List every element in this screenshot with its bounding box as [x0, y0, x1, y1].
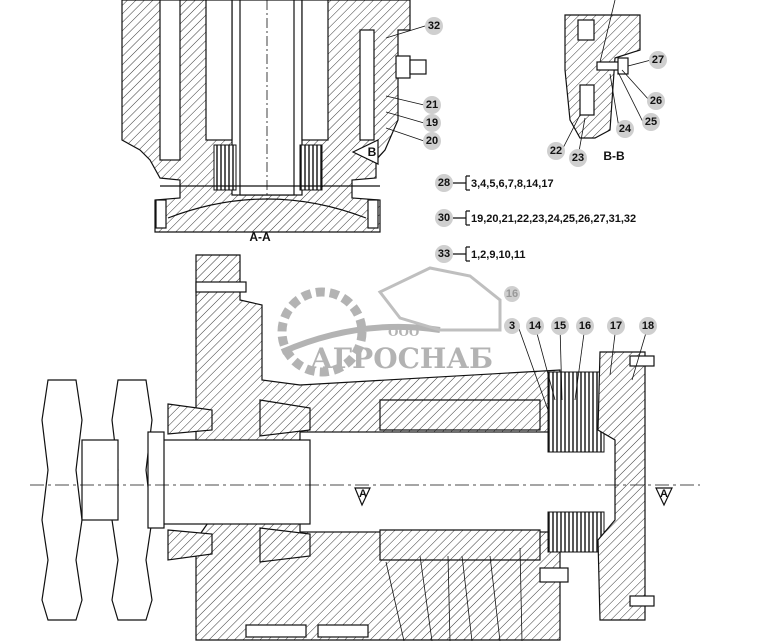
kit-33[interactable]: 33 1,2,9,10,11 [435, 245, 525, 263]
svg-text:16: 16 [506, 288, 518, 300]
svg-text:14: 14 [529, 320, 542, 332]
kit-list: 28 3,4,5,6,7,8,14,17 30 19,20,21,22,23,2… [435, 174, 636, 263]
svg-text:19: 19 [426, 117, 438, 129]
leaders-bb [561, 0, 652, 158]
callout-25[interactable]: 25 [642, 113, 660, 131]
callout-16-faded[interactable]: 16 [504, 286, 520, 302]
svg-text:30: 30 [438, 212, 450, 224]
callout-27[interactable]: 27 [649, 51, 667, 69]
callout-23[interactable]: 23 [569, 149, 587, 167]
callout-24[interactable]: 24 [616, 120, 634, 138]
section-aa-label: A-A [249, 230, 271, 244]
svg-text:15: 15 [554, 320, 566, 332]
callout-19[interactable]: 19 [423, 114, 441, 132]
section-view-aa [121, 0, 427, 233]
leaders-upper [385, 25, 426, 142]
svg-text:26: 26 [650, 95, 662, 107]
callout-18[interactable]: 18 [639, 317, 657, 335]
section-marker-a-right: A [660, 488, 668, 500]
watermark-logo: ООО АГРОСНАБ [277, 266, 502, 377]
section-marker-a-left: A [359, 488, 367, 500]
svg-text:18: 18 [642, 320, 654, 332]
section-bb-label: B-B [603, 149, 625, 163]
sprocket [41, 379, 165, 621]
svg-text:22: 22 [550, 145, 562, 157]
callout-14[interactable]: 14 [526, 317, 544, 335]
svg-text:3: 3 [509, 320, 515, 332]
callout-16[interactable]: 16 [576, 317, 594, 335]
section-marker-b: B [368, 145, 377, 159]
kit-30-parts: 19,20,21,22,23,24,25,26,27,31,32 [471, 213, 636, 225]
svg-text:24: 24 [619, 123, 632, 135]
kit-28-parts: 3,4,5,6,7,8,14,17 [471, 178, 554, 190]
svg-text:20: 20 [426, 135, 438, 147]
callout-21[interactable]: 21 [423, 96, 441, 114]
svg-text:33: 33 [438, 248, 450, 260]
callout-32[interactable]: 32 [425, 17, 443, 35]
main-assembly [30, 254, 700, 641]
kit-28[interactable]: 28 3,4,5,6,7,8,14,17 [435, 174, 554, 192]
callout-22[interactable]: 22 [547, 142, 565, 160]
svg-text:28: 28 [438, 177, 450, 189]
callout-15[interactable]: 15 [551, 317, 569, 335]
svg-text:21: 21 [426, 99, 438, 111]
svg-text:16: 16 [579, 320, 591, 332]
callout-20[interactable]: 20 [423, 132, 441, 150]
svg-text:17: 17 [610, 320, 622, 332]
svg-text:32: 32 [428, 20, 440, 32]
leaders-lower [385, 325, 649, 641]
kit-33-parts: 1,2,9,10,11 [471, 249, 525, 261]
svg-text:27: 27 [652, 54, 664, 66]
svg-text:25: 25 [645, 116, 657, 128]
watermark-name: АГРОСНАБ [310, 342, 493, 375]
callout-17[interactable]: 17 [607, 317, 625, 335]
section-view-bb [564, 14, 641, 139]
callout-3[interactable]: 3 [504, 318, 520, 334]
watermark-prefix: ООО [388, 325, 419, 339]
kit-30[interactable]: 30 19,20,21,22,23,24,25,26,27,31,32 [435, 209, 636, 227]
svg-text:23: 23 [572, 152, 584, 164]
callout-26[interactable]: 26 [647, 92, 665, 110]
